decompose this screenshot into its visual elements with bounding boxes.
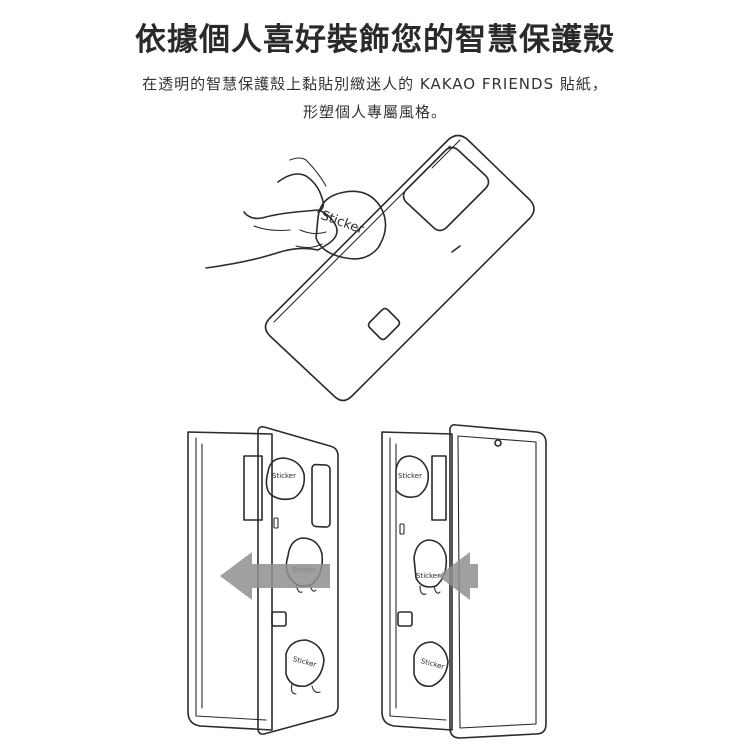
svg-text:Sticker: Sticker: [292, 655, 317, 669]
sticker-left-3: Sticker: [285, 639, 325, 695]
sticker-icon: Sticker: [315, 190, 387, 260]
arrow-left-icon: [220, 552, 330, 600]
page-subtitle: 在透明的智慧保護殼上黏貼別緻迷人的 KAKAO FRIENDS 貼紙， 形塑個人…: [0, 70, 750, 126]
svg-text:Sticker: Sticker: [420, 657, 445, 671]
phone-icon: [449, 424, 547, 739]
page-title: 依據個人喜好裝飾您的智慧保護殼: [135, 22, 615, 58]
sticker-right-1: Sticker: [395, 455, 430, 498]
sticker-right-2: Sticker: [413, 539, 448, 595]
case-frame-left-icon: [187, 431, 273, 731]
sticker-label-top: Sticker: [319, 208, 367, 238]
phone-case-back-icon: [264, 134, 535, 402]
subtitle-line-1: 在透明的智慧保護殼上黏貼別緻迷人的 KAKAO FRIENDS 貼紙，: [142, 75, 608, 93]
hand-icon: [205, 157, 338, 269]
sticker-sheet-left-icon: [257, 426, 339, 735]
svg-text:Sticker: Sticker: [398, 472, 422, 480]
subtitle-line-2: 形塑個人專屬風格。: [302, 103, 447, 121]
svg-text:Sticker: Sticker: [416, 572, 440, 580]
arrow-right-icon: [438, 552, 478, 600]
sticker-left-1: Sticker: [265, 457, 306, 501]
sticker-right-3: Sticker: [413, 641, 449, 688]
svg-text:Sticker: Sticker: [272, 472, 296, 480]
